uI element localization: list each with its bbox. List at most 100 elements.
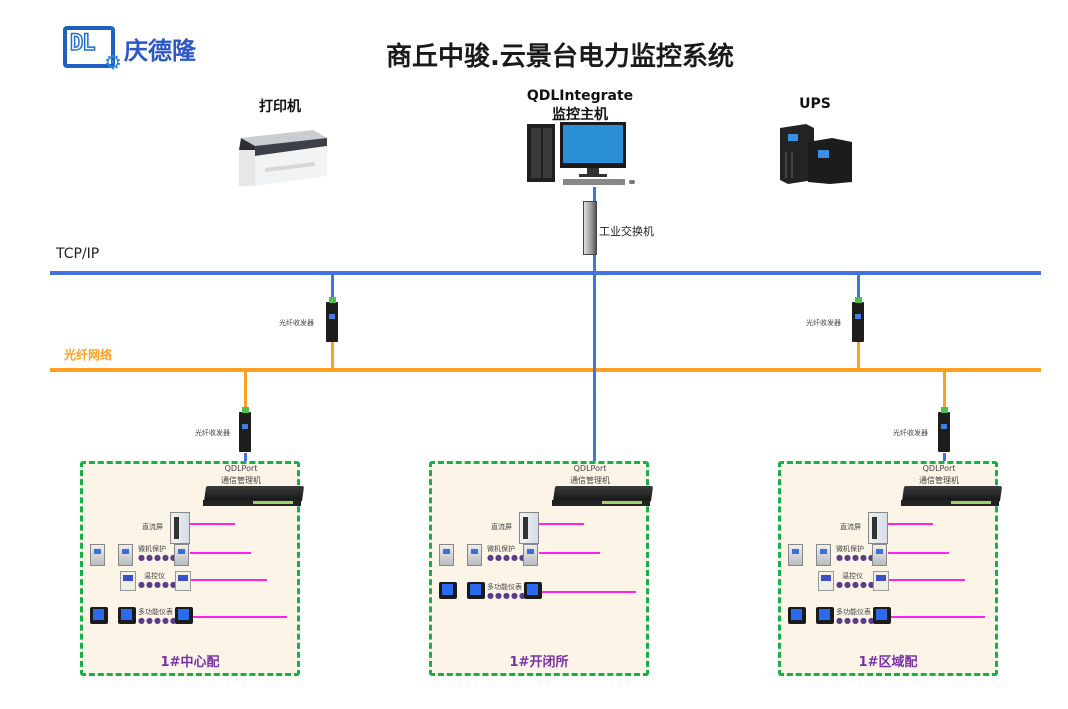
tcpip-label: TCP/IP [56, 246, 100, 262]
gateway-front-panel [203, 500, 301, 506]
gateway-label-line2: 通信管理机 [919, 476, 959, 485]
relay-protection-icon [872, 544, 887, 566]
relay-protection-icon [788, 544, 803, 566]
tcp-line-to-station-2 [593, 273, 596, 488]
serial-bus-temp-h [888, 579, 965, 581]
fiber-transceiver-icon [239, 407, 251, 452]
logo-mark: DL [69, 30, 96, 57]
relay-protection-icon [174, 544, 189, 566]
dc-screen-icon [868, 512, 888, 544]
gateway-label-line2: 通信管理机 [221, 476, 261, 485]
relay-protection-icon [523, 544, 538, 566]
ellipsis-dots: ●●●●●● [487, 591, 535, 600]
transceiver-label: 光纤收发器 [279, 319, 314, 327]
fiber-transceiver-icon [326, 297, 338, 342]
gateway-ports [951, 501, 991, 504]
serial-bus-meter-h [888, 616, 985, 618]
serial-bus-relay-h [190, 552, 251, 554]
temp-controller-icon [818, 571, 834, 591]
fiber-drop-line-left [331, 342, 334, 370]
printer-icon [235, 124, 328, 188]
tcp-drop-line-right [857, 273, 860, 299]
ellipsis-dots: ●●●●●● [138, 580, 186, 589]
ellipsis-dots: ●●●●●● [836, 553, 884, 562]
relay-protection-label: 微机保护 [487, 545, 515, 553]
relay-protection-icon [118, 544, 133, 566]
temp-controller-icon [175, 571, 191, 591]
gateway-front-panel [901, 500, 999, 506]
dc-screen-label: 直流屏 [840, 523, 861, 531]
ellipsis-dots: ●●●●●● [138, 553, 186, 562]
industrial-switch-icon [583, 201, 597, 255]
fiber-drop-station-3 [943, 370, 946, 410]
gateway-ports [602, 501, 642, 504]
serial-bus-dc-h [190, 523, 235, 525]
ups-label: UPS [799, 96, 831, 112]
station-name: 1#区域配 [858, 655, 918, 670]
multi-function-meter-icon [524, 582, 542, 599]
diagram-title: 商丘中骏.云景台电力监控系统 [386, 42, 734, 72]
multi-function-meter-icon [175, 607, 193, 624]
transceiver-label: 光纤收发器 [195, 429, 230, 437]
gateway-label-line2: 通信管理机 [570, 476, 610, 485]
ellipsis-dots: ●●●●●● [138, 616, 186, 625]
ellipsis-dots: ●●●●●● [487, 553, 535, 562]
multi-meter-label: 多功能仪表 [836, 608, 871, 616]
relay-protection-icon [467, 544, 482, 566]
transceiver-label: 光纤收发器 [806, 319, 841, 327]
multi-function-meter-icon [788, 607, 806, 624]
multi-function-meter-icon [467, 582, 485, 599]
gateway-label-line1: QDLPort [922, 464, 956, 473]
fiber-drop-station-1 [244, 370, 247, 410]
multi-meter-label: 多功能仪表 [487, 583, 522, 591]
multi-function-meter-icon [439, 582, 457, 599]
dc-screen-label: 直流屏 [491, 523, 512, 531]
fiber-network-label: 光纤网络 [64, 348, 113, 362]
serial-bus-meter-h [190, 616, 287, 618]
serial-bus-relay-h [539, 552, 600, 554]
host-label-line1: QDLIntegrate [526, 88, 634, 104]
ellipsis-dots: ●●●●●● [836, 580, 884, 589]
dc-screen-icon [519, 512, 539, 544]
ellipsis-dots: ●●●●●● [836, 616, 884, 625]
gateway-label-line1: QDLPort [224, 464, 258, 473]
relay-protection-icon [439, 544, 454, 566]
tcpip-bus-line [50, 271, 1041, 275]
relay-protection-icon [90, 544, 105, 566]
ups-icon [778, 122, 856, 184]
multi-function-meter-icon [873, 607, 891, 624]
temp-controller-label: 温控仪 [144, 572, 165, 580]
gear-icon: ⚙ [104, 50, 122, 74]
tcp-drop-line-left [331, 273, 334, 299]
temp-controller-icon [120, 571, 136, 591]
station-name: 1#开闭所 [509, 655, 569, 670]
serial-bus-dc-h [888, 523, 933, 525]
gateway-front-panel [552, 500, 650, 506]
gateway-label-line1: QDLPort [573, 464, 607, 473]
brand-name: 庆德隆 [124, 37, 196, 65]
host-label-line2: 监控主机 [552, 107, 608, 123]
logo-frame [63, 26, 115, 68]
switch-label: 工业交换机 [599, 225, 654, 238]
serial-bus-meter-h [539, 591, 636, 593]
desktop-computer-icon [525, 122, 645, 188]
transceiver-label: 光纤收发器 [893, 429, 928, 437]
fiber-transceiver-icon [938, 407, 950, 452]
printer-label: 打印机 [259, 99, 301, 115]
station-name: 1#中心配 [160, 655, 220, 670]
fiber-bus-line [50, 368, 1041, 372]
dc-screen-icon [170, 512, 190, 544]
relay-protection-label: 微机保护 [138, 545, 166, 553]
fiber-transceiver-icon [852, 297, 864, 342]
serial-bus-temp-h [190, 579, 267, 581]
temp-controller-label: 温控仪 [842, 572, 863, 580]
fiber-drop-line-right [857, 342, 860, 370]
serial-bus-dc-h [539, 523, 584, 525]
multi-function-meter-icon [118, 607, 136, 624]
multi-meter-label: 多功能仪表 [138, 608, 173, 616]
gateway-ports [253, 501, 293, 504]
multi-function-meter-icon [816, 607, 834, 624]
dc-screen-label: 直流屏 [142, 523, 163, 531]
relay-protection-icon [816, 544, 831, 566]
serial-bus-relay-h [888, 552, 949, 554]
